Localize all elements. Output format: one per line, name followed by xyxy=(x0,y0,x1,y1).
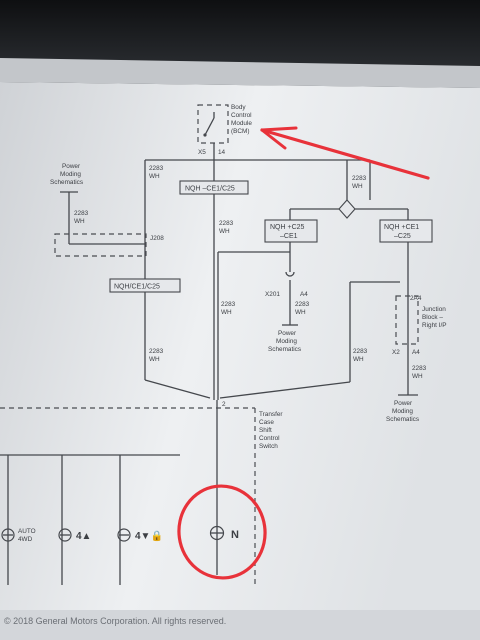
indicator-4-low-lock: 4▼🔒 xyxy=(117,528,163,542)
x201-pin: X201 xyxy=(265,291,280,298)
bcm-label-1: Body xyxy=(231,104,246,111)
bcm-pin-14: 14 xyxy=(218,149,226,156)
pm-tl-1: Power xyxy=(62,163,81,170)
power-moding-top-left: Power Moding Schematics 2283 WH xyxy=(50,163,89,244)
status-strip xyxy=(0,610,480,640)
splice-wire-color: WH xyxy=(352,183,363,190)
right-lower-wire-num: 2283 xyxy=(412,365,427,372)
pm-center-1: Power xyxy=(278,330,297,337)
nqh-center-box: NQH +C25 –CE1 xyxy=(264,219,318,243)
main-wire-num: 2283 xyxy=(219,220,234,227)
bcm-module: Body Control Module (BCM) X5 14 xyxy=(197,104,252,156)
nqh-right-label-1: NQH +CE1 xyxy=(384,224,419,231)
nqh-right-box: NQH +CE1 –C25 xyxy=(379,219,433,243)
main-wire-color: WH xyxy=(219,228,230,235)
jb-pin-x2: X2 xyxy=(392,349,400,356)
nqh-center-label-2: –CE1 xyxy=(280,233,298,240)
pm-tl-wire-color: WH xyxy=(74,218,85,225)
ind-auto-2: 4WD xyxy=(18,536,33,543)
ind-4l-label: 4▼🔒 xyxy=(135,530,163,542)
left-lower-wire-color: WH xyxy=(149,356,160,363)
j208-connector: J208 xyxy=(54,233,164,257)
jb-pin-a4: A4 xyxy=(412,349,420,356)
window-toolbar xyxy=(0,58,480,88)
left-lower-wire-num: 2283 xyxy=(149,348,164,355)
jb-label-2: Block – xyxy=(422,314,443,321)
center-pm-wire-color: WH xyxy=(295,309,306,316)
ind-auto-1: AUTO xyxy=(18,528,36,535)
copyright-footer: © 2018 General Motors Corporation. All r… xyxy=(4,616,226,626)
pm-right-1: Power xyxy=(394,400,413,407)
jb-label-3: Right I/P xyxy=(422,322,447,329)
tc-label-2: Case xyxy=(259,419,274,426)
left-wire-color: WH xyxy=(149,173,160,180)
center-pm-wire-num: 2283 xyxy=(295,301,310,308)
splice-diamond: 2283 WH xyxy=(289,160,409,220)
red-annotation-circle xyxy=(177,484,267,580)
pm-tl-wire-num: 2283 xyxy=(74,210,89,217)
nqh-top-box: NQH –CE1/C25 xyxy=(179,180,249,195)
ind-n-label: N xyxy=(231,529,239,541)
nqh-right-label-2: –C25 xyxy=(394,233,411,240)
pm-center-2: Moding xyxy=(276,338,297,345)
jb-label-1: Junction xyxy=(422,306,446,313)
j208-label: J208 xyxy=(150,235,164,242)
right-mid-wire-color: WH xyxy=(353,356,364,363)
splice-wire-num: 2283 xyxy=(352,175,367,182)
center-mid-wire-color: WH xyxy=(221,309,232,316)
right-mid-wire-num: 2283 xyxy=(353,348,368,355)
jb-pin-top: 2A4 xyxy=(410,295,422,302)
pm-tl-2: Moding xyxy=(60,171,81,178)
tc-label-4: Control xyxy=(259,435,280,442)
pm-right-2: Moding xyxy=(392,408,413,415)
nqh-left-label: NQH/CE1/C25 xyxy=(114,284,160,291)
indicator-4-high: 4▲ xyxy=(58,528,91,542)
red-arrow-head xyxy=(260,126,298,150)
red-annotation-arrow xyxy=(260,128,430,180)
indicator-neutral: N xyxy=(209,525,239,541)
tc-label-3: Shift xyxy=(259,427,272,434)
ind-4h-label: 4▲ xyxy=(76,531,91,542)
tc-pin: 2 xyxy=(222,401,226,408)
bcm-label-2: Control xyxy=(231,112,252,119)
monitor-bezel xyxy=(0,0,480,70)
pm-center-3: Schematics xyxy=(268,346,301,353)
pm-right-3: Schematics xyxy=(386,416,419,423)
right-lower-wire-color: WH xyxy=(412,373,423,380)
indicator-auto-4wd: AUTO 4WD xyxy=(1,528,36,543)
x201-pin-a4: A4 xyxy=(300,291,308,298)
tc-label-1: Transfer xyxy=(259,411,283,418)
left-wire-num: 2283 xyxy=(149,165,164,172)
nqh-left-box: NQH/CE1/C25 xyxy=(109,278,181,293)
bcm-pin-x5: X5 xyxy=(198,149,206,156)
nqh-top-label: NQH –CE1/C25 xyxy=(185,186,235,193)
tc-label-5: Switch xyxy=(259,443,278,450)
center-mid-wire-num: 2283 xyxy=(221,301,236,308)
nqh-center-label-1: NQH +C25 xyxy=(270,224,305,231)
pm-tl-3: Schematics xyxy=(50,179,83,186)
junction-block-box xyxy=(395,295,419,345)
bcm-label-4: (BCM) xyxy=(231,128,249,135)
bcm-label-3: Module xyxy=(231,120,252,127)
